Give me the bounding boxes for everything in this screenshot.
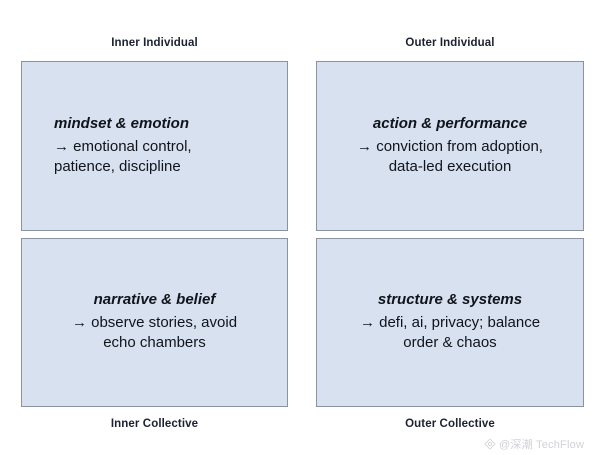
quadrant-detail-line-1: defi, ai, privacy; balance (379, 314, 541, 332)
quadrant-detail-line-1: emotional control, (73, 137, 192, 155)
diamond-logo-icon (484, 438, 496, 450)
quadrant-detail-line-1: observe stories, avoid (91, 314, 238, 332)
quadrant-detail-line-2: data-led execution (388, 157, 512, 175)
quadrant-inner-collective: narrative & belief → observe stories, av… (21, 238, 288, 407)
quadrant-content: structure & systems → defi, ai, privacy;… (317, 291, 583, 353)
quadrant-detail-line-2: echo chambers (103, 334, 206, 352)
watermark: @深潮 TechFlow (484, 436, 584, 452)
quadrant-heading: action & performance (372, 114, 528, 132)
arrow-right-icon: → (71, 314, 87, 332)
quadrant-detail: → defi, ai, privacy; balance order & cha… (331, 313, 569, 354)
arrow-right-icon: → (359, 314, 375, 332)
quadrant-content: narrative & belief → observe stories, av… (22, 291, 287, 353)
quadrant-detail-line-2: order & chaos (403, 334, 497, 352)
quadrant-content: mindset & emotion → emotional control, p… (22, 115, 287, 177)
quadrant-heading: mindset & emotion (54, 114, 190, 132)
axis-label-inner-individual: Inner Individual (111, 37, 198, 49)
quadrant-outer-individual: action & performance → conviction from a… (316, 61, 584, 231)
quadrant-detail: → emotional control, patience, disciplin… (54, 137, 273, 178)
quadrant-detail-line-2: patience, discipline (54, 157, 181, 175)
arrow-right-icon: → (54, 137, 69, 155)
axis-label-inner-collective: Inner Collective (110, 418, 199, 430)
watermark-text: @深潮 TechFlow (499, 439, 585, 451)
axis-label-outer-collective: Outer Collective (405, 418, 495, 430)
quadrant-outer-collective: structure & systems → defi, ai, privacy;… (316, 238, 584, 407)
quadrant-detail: → conviction from adoption, data-led exe… (331, 137, 569, 178)
quadrant-heading: narrative & belief (93, 291, 216, 309)
axis-label-outer-individual: Outer Individual (405, 37, 495, 49)
quadrant-heading: structure & systems (377, 291, 523, 309)
quadrant-content: action & performance → conviction from a… (317, 115, 583, 177)
quadrant-detail: → observe stories, avoid echo chambers (36, 313, 273, 354)
quadrant-inner-individual: mindset & emotion → emotional control, p… (21, 61, 288, 231)
arrow-right-icon: → (357, 137, 373, 155)
quadrant-detail-line-1: conviction from adoption, (376, 137, 543, 155)
